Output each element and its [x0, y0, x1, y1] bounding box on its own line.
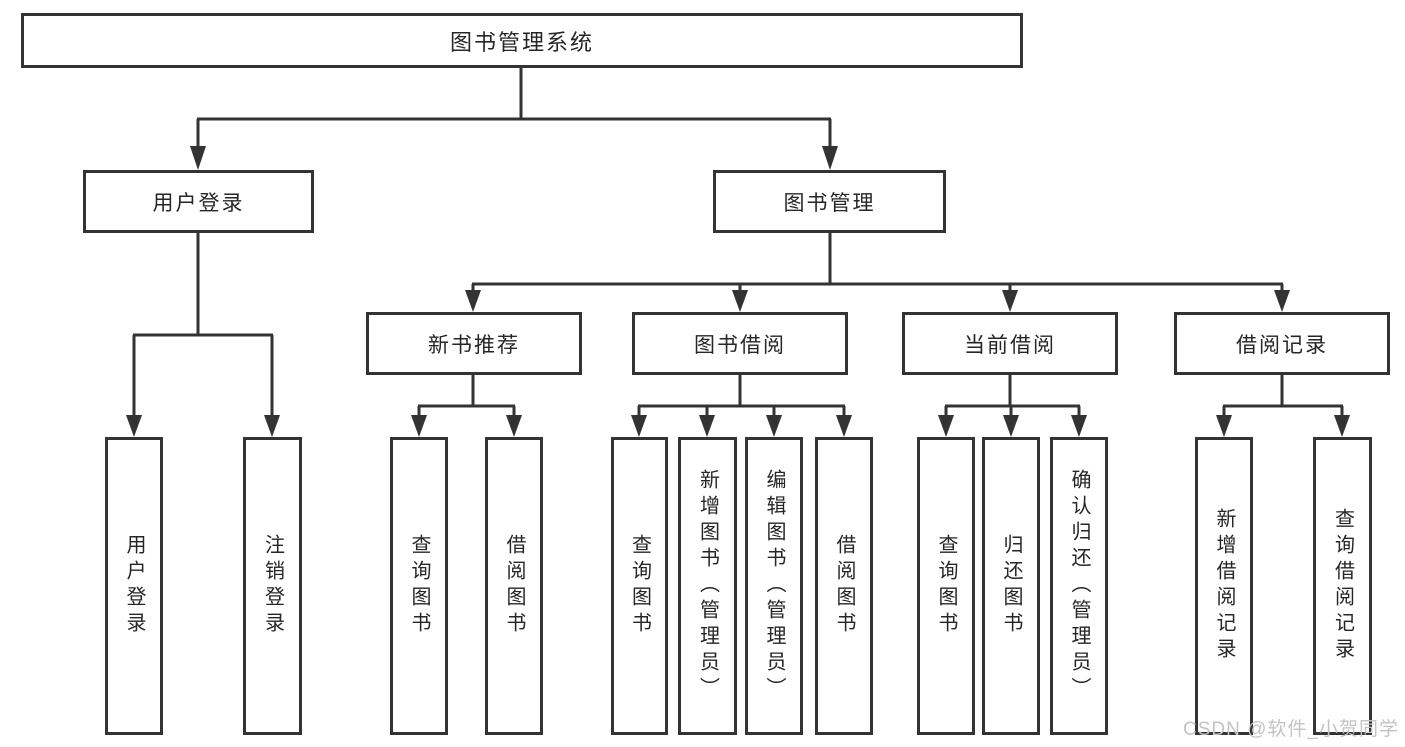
leaf-user-login: 用户登录: [105, 437, 163, 735]
leaf-confirm-return-admin: 确认归还（管理员）: [1050, 437, 1108, 735]
node-user-login-label: 用户登录: [152, 191, 245, 215]
leaf-logout: 注销登录: [243, 437, 302, 735]
leaf-add-borrow-record: 新增借阅记录: [1195, 437, 1253, 735]
leaf-user-login-label: 用户登录: [123, 534, 145, 638]
leaf-add-book-admin-label: 新增图书（管理员）: [696, 469, 719, 703]
leaf-logout-label: 注销登录: [261, 534, 284, 638]
node-borrow-records-label: 借阅记录: [1236, 333, 1328, 357]
leaf-query-books-3: 查询图书: [917, 437, 975, 735]
leaf-query-borrow-record: 查询借阅记录: [1313, 437, 1372, 735]
node-book-management: 图书管理: [713, 170, 946, 233]
leaf-return-book: 归还图书: [982, 437, 1040, 735]
node-new-book-recommend-label: 新书推荐: [428, 333, 520, 357]
node-borrow-records: 借阅记录: [1174, 312, 1390, 375]
connector-new-book: [411, 375, 522, 437]
node-root: 图书管理系统: [21, 13, 1023, 68]
leaf-borrow-books-1-label: 借阅图书: [503, 534, 525, 638]
node-current-borrow: 当前借阅: [902, 312, 1118, 375]
connector-book-management: [465, 233, 1290, 312]
leaf-add-borrow-record-label: 新增借阅记录: [1213, 508, 1235, 664]
leaf-query-borrow-record-label: 查询借阅记录: [1331, 508, 1354, 664]
leaf-edit-book-admin-label: 编辑图书（管理员）: [763, 469, 785, 703]
connector-user-login: [126, 233, 280, 437]
leaf-confirm-return-admin-label: 确认归还（管理员）: [1068, 469, 1090, 703]
leaf-borrow-books-2: 借阅图书: [815, 437, 873, 735]
leaf-query-books-1-label: 查询图书: [408, 534, 430, 638]
leaf-query-books-3-label: 查询图书: [935, 534, 957, 638]
node-book-borrow: 图书借阅: [632, 312, 848, 375]
leaf-query-books-2: 查询图书: [611, 437, 668, 735]
leaf-query-books-1: 查询图书: [390, 437, 448, 735]
node-current-borrow-label: 当前借阅: [964, 333, 1056, 357]
leaf-borrow-books-2-label: 借阅图书: [833, 534, 855, 638]
leaf-add-book-admin: 新增图书（管理员）: [678, 437, 737, 735]
connector-root: [190, 68, 838, 170]
leaf-return-book-label: 归还图书: [1000, 534, 1022, 638]
connector-current-borrow: [938, 375, 1087, 437]
node-book-borrow-label: 图书借阅: [694, 333, 786, 357]
leaf-query-books-2-label: 查询图书: [628, 534, 651, 638]
node-new-book-recommend: 新书推荐: [366, 312, 582, 375]
connector-book-borrow: [631, 375, 852, 437]
leaf-borrow-books-1: 借阅图书: [485, 437, 543, 735]
node-user-login: 用户登录: [83, 170, 314, 233]
node-book-management-label: 图书管理: [783, 191, 876, 215]
node-root-label: 图书管理系统: [449, 29, 594, 55]
leaf-edit-book-admin: 编辑图书（管理员）: [745, 437, 803, 735]
connector-borrow-records: [1216, 375, 1350, 437]
watermark-text: CSDN @软件_小贺同学: [1183, 719, 1399, 740]
